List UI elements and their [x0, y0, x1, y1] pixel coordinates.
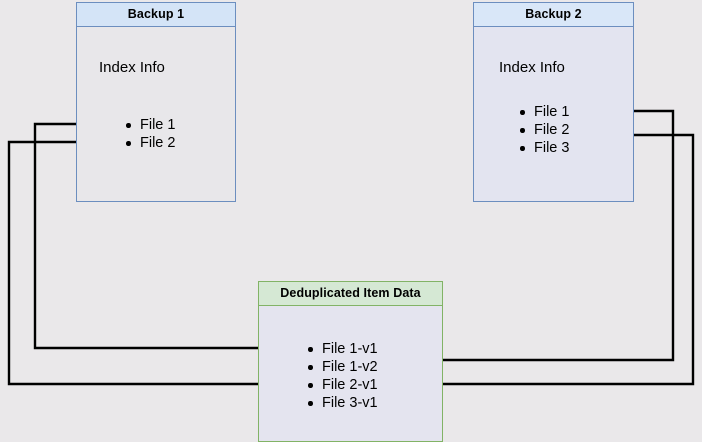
backup-2-index-info-label: Index Info — [499, 59, 565, 76]
backup-1-title: Backup 1 — [77, 3, 235, 27]
node-backup-1[interactable]: Backup 1 Index Info File 1 File 2 — [76, 2, 236, 202]
list-item[interactable]: File 1-v2 — [307, 358, 378, 376]
list-item[interactable]: File 2 — [125, 134, 175, 152]
backup-1-body: Index Info File 1 File 2 — [77, 27, 235, 201]
list-item[interactable]: File 1 — [125, 116, 175, 134]
backup-2-file-list: File 1 File 2 File 3 — [519, 103, 569, 157]
dedup-item-list: File 1-v1 File 1-v2 File 2-v1 File 3-v1 — [307, 340, 378, 412]
list-item[interactable]: File 2 — [519, 121, 569, 139]
backup-1-index-info-label: Index Info — [99, 59, 165, 76]
backup-1-file-list: File 1 File 2 — [125, 116, 175, 152]
list-item[interactable]: File 3 — [519, 139, 569, 157]
list-item[interactable]: File 3-v1 — [307, 394, 378, 412]
list-item[interactable]: File 1 — [519, 103, 569, 121]
dedup-title: Deduplicated Item Data — [259, 282, 442, 306]
list-item[interactable]: File 1-v1 — [307, 340, 378, 358]
backup-2-body: Index Info File 1 File 2 File 3 — [474, 27, 633, 201]
backup-2-title: Backup 2 — [474, 3, 633, 27]
node-backup-2[interactable]: Backup 2 Index Info File 1 File 2 File 3 — [473, 2, 634, 202]
dedup-body: File 1-v1 File 1-v2 File 2-v1 File 3-v1 — [259, 306, 442, 441]
node-deduplicated-item-data[interactable]: Deduplicated Item Data File 1-v1 File 1-… — [258, 281, 443, 442]
list-item[interactable]: File 2-v1 — [307, 376, 378, 394]
